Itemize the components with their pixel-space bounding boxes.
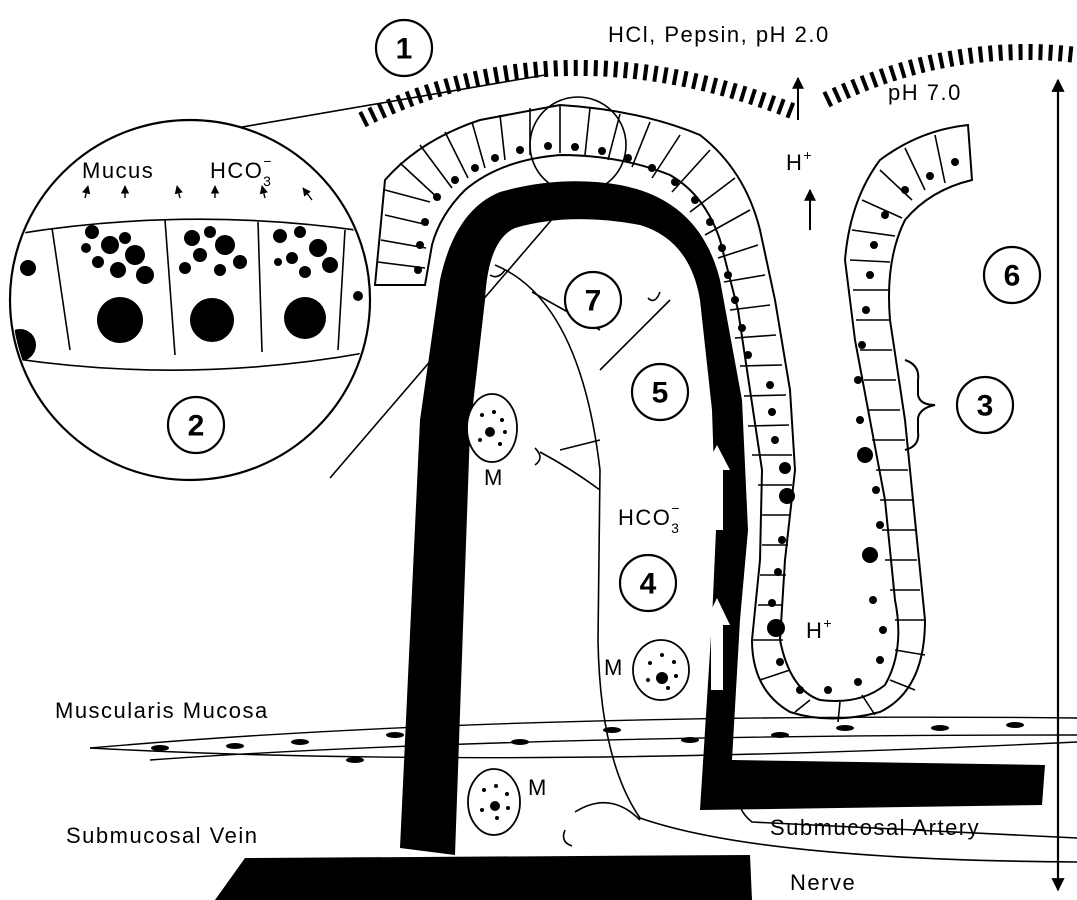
- svg-text:1: 1: [396, 33, 413, 66]
- svg-text:4: 4: [640, 568, 657, 601]
- submucosal-vein: [215, 855, 752, 900]
- submucosal-artery-label: Submucosal Artery: [770, 815, 980, 840]
- marker-6: 6: [984, 247, 1040, 303]
- marker-3: 3: [957, 377, 1013, 433]
- lumen-h-plus-label: H+: [786, 147, 813, 175]
- macrophage-label-1: M: [484, 465, 504, 490]
- macrophage-granules: [478, 410, 678, 820]
- macrophage-cells: [467, 394, 689, 835]
- mucus-label: Mucus: [82, 158, 154, 183]
- marker-1: 1: [376, 20, 432, 76]
- macrophage-label-3: M: [528, 775, 548, 800]
- marker-2: 2: [168, 397, 224, 453]
- gland-bracket: [905, 360, 935, 450]
- surface-ph-label: pH 7.0: [888, 80, 962, 105]
- lumen-acid-label: HCl, Pepsin, pH 2.0: [608, 22, 830, 47]
- muscularis-mucosa-layer: [90, 717, 1077, 760]
- macrophage-label-2: M: [604, 655, 624, 680]
- marker-4: 4: [620, 555, 676, 611]
- svg-text:2: 2: [188, 410, 205, 443]
- mucus-layer: [362, 52, 1077, 120]
- svg-text:7: 7: [585, 285, 602, 318]
- muscularis-mucosa-label: Muscularis Mucosa: [55, 698, 269, 723]
- marker-5: 5: [632, 364, 688, 420]
- svg-text:3: 3: [977, 390, 994, 423]
- nerve-label: Nerve: [790, 870, 856, 895]
- submucosal-vein-label: Submucosal Vein: [66, 823, 259, 848]
- svg-text:5: 5: [652, 377, 669, 410]
- marker-7: 7: [565, 272, 621, 328]
- gland-h-plus-label: H+: [806, 615, 833, 643]
- capillary-bicarbonate-label: HCO−3: [618, 500, 681, 536]
- svg-text:6: 6: [1004, 260, 1021, 293]
